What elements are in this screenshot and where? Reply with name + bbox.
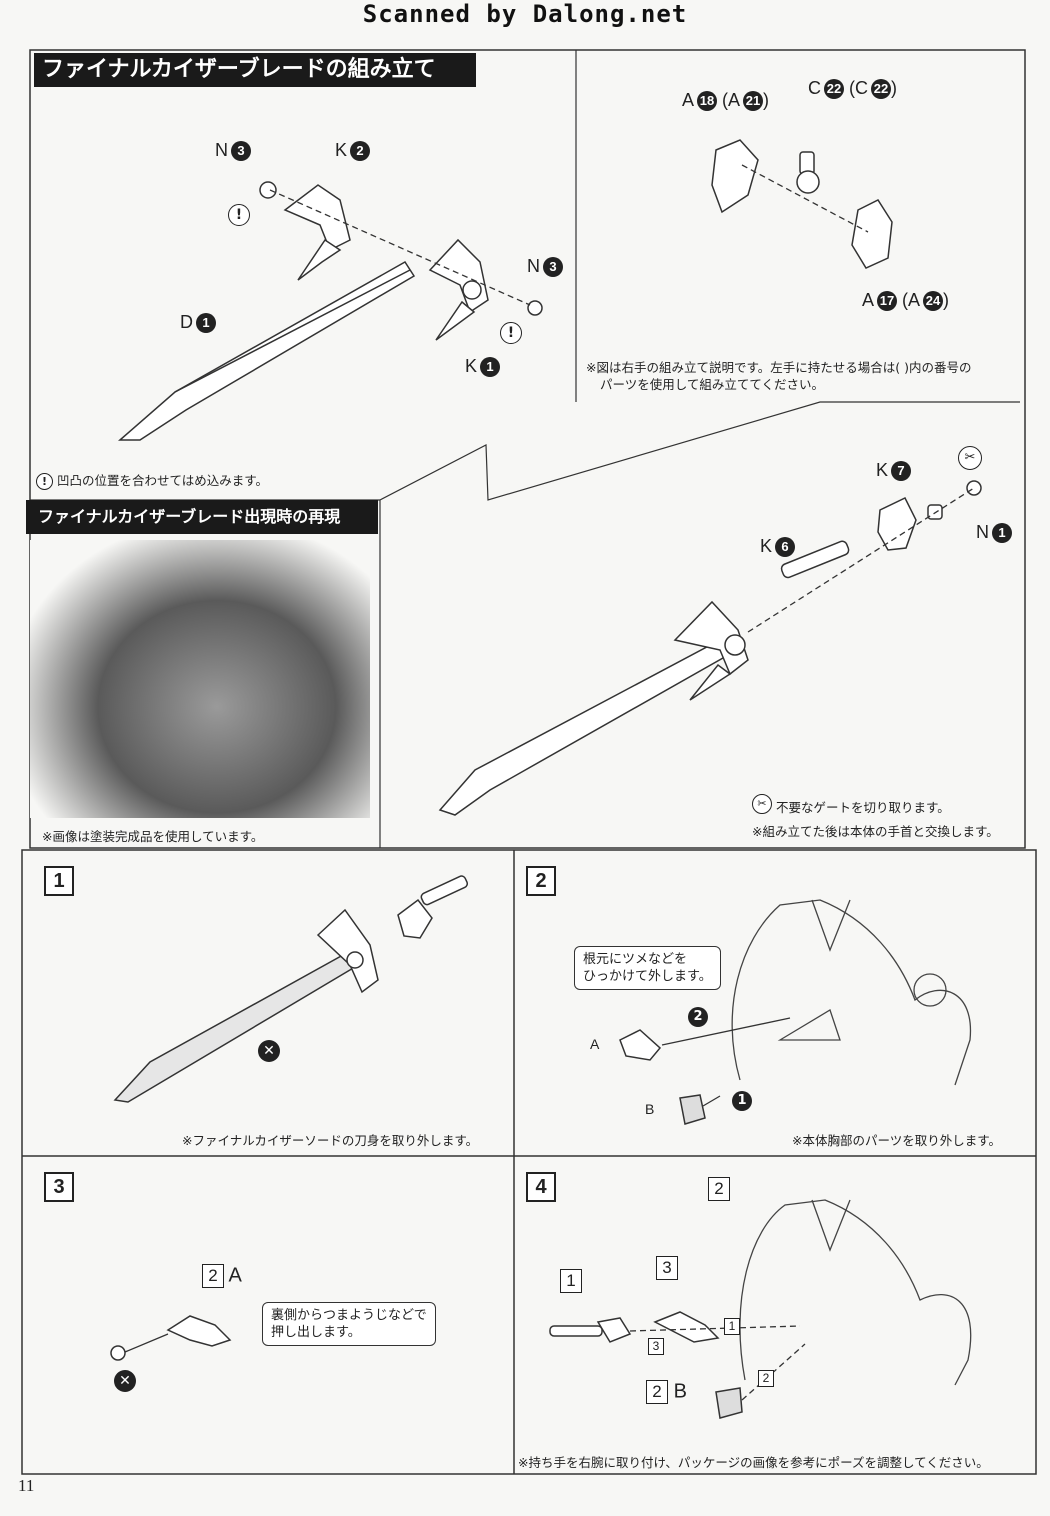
step-4-small-3: 3 (648, 1336, 664, 1355)
step-4-ref-1: 1 (560, 1269, 582, 1293)
cut-gate-icon: ✂ (958, 446, 982, 470)
step-4-ref-2: 2 (708, 1177, 730, 1201)
step-1-number: 1 (44, 866, 74, 896)
robot-photo (30, 540, 370, 818)
hand-note-1: ※図は右手の組み立て説明です。左手に持たせる場合は( )内の番号の (586, 360, 972, 375)
step-2-seq-2: 2 (688, 1006, 708, 1027)
gate-note: 不要なゲートを切り取ります。 (776, 800, 950, 815)
step-4-note: ※持ち手を右腕に取り付け、パッケージの画像を参考にポーズを調整してください。 (518, 1455, 989, 1470)
step-2-callout: 根元にツメなどをひっかけて外します。 (574, 946, 721, 990)
remove-x-icon: ✕ (258, 1040, 280, 1062)
fit-note: ! 凹凸の位置を合わせてはめ込みます。 (36, 470, 268, 490)
step-1-note: ※ファイナルカイザーソードの刀身を取り外します。 (182, 1133, 479, 1148)
step-4-number: 4 (526, 1172, 556, 1202)
step-4-ref-3: 3 (656, 1256, 678, 1280)
step-4-small-1: 1 (724, 1316, 740, 1335)
step-3-number: 3 (44, 1172, 74, 1202)
cut-gate-legend-icon: ✂ (752, 794, 772, 814)
photo-note: ※画像は塗装完成品を使用しています。 (42, 829, 264, 844)
step1-sword (113, 875, 469, 1103)
hand-note-2: パーツを使用して組み立ててください。 (600, 377, 825, 392)
step-2-seq-1: 1 (732, 1090, 752, 1111)
step-2-part-b: B (645, 1101, 655, 1117)
step-2-part-a: A (590, 1036, 600, 1052)
step-2-note: ※本体胸部のパーツを取り外します。 (792, 1133, 1001, 1148)
step-4-small-2: 2 (758, 1368, 774, 1387)
blade-d1 (118, 260, 416, 441)
guard-k2 (283, 184, 351, 281)
caution-icon-2: ! (500, 322, 522, 344)
page-number: 11 (18, 1476, 35, 1495)
caution-icon: ! (36, 473, 53, 490)
remove-x-icon: ✕ (114, 1370, 136, 1392)
guard-k1 (428, 238, 489, 341)
step-2-number: 2 (526, 866, 556, 896)
step-4-ref-2b: 2 B (646, 1380, 687, 1404)
hand-parts (711, 139, 893, 269)
step4-robot (739, 1199, 972, 1386)
hilt-blade (438, 480, 982, 816)
step-3-ref: 2 A (202, 1264, 242, 1288)
photo-heading: ファイナルカイザーブレード出現時の再現 (26, 500, 378, 534)
step2-robot (731, 899, 972, 1086)
step-3-callout: 裏側からつまようじなどで押し出します。 (262, 1302, 436, 1346)
assembly-heading: ファイナルカイザーブレードの組み立て (34, 53, 476, 87)
swap-note: ※組み立てた後は本体の手首と交換します。 (752, 824, 999, 839)
caution-icon-1: ! (228, 204, 250, 226)
watermark: Scanned by Dalong.net (362, 0, 688, 28)
